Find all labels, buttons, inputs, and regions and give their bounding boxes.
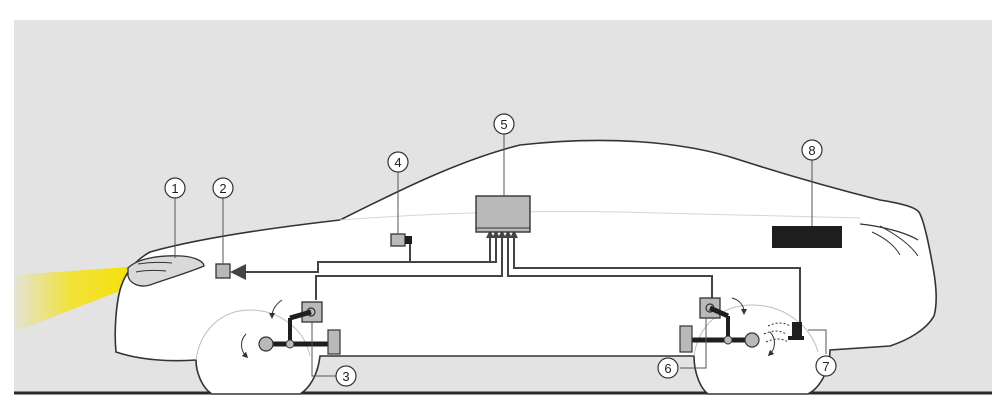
wiring-harness <box>230 236 801 326</box>
headlamp-icon <box>127 255 205 287</box>
callout-label: 4 <box>394 155 401 170</box>
callout-label: 3 <box>342 369 349 384</box>
callout-7: 7 <box>815 355 837 377</box>
callout-label: 7 <box>822 359 829 374</box>
light-beam-icon <box>14 266 142 332</box>
callout-circle <box>335 365 357 387</box>
callout-leaders <box>174 132 827 377</box>
wheel-speed-sensor-icon <box>763 322 804 343</box>
display-panel-icon <box>772 226 842 248</box>
wire-rear-wheel <box>513 236 801 326</box>
callout-circle <box>657 357 679 379</box>
callout-2: 2 <box>212 177 234 199</box>
front-wheel-arch <box>195 309 311 361</box>
wire-rear-axle <box>507 236 713 298</box>
callout-label: 2 <box>219 181 226 196</box>
control-unit-icon <box>475 195 531 233</box>
callout-label: 1 <box>171 181 178 196</box>
callout-circle <box>493 113 515 135</box>
wire-front <box>262 236 491 273</box>
rear-axle-sensor-icon <box>679 297 775 357</box>
callout-label: 5 <box>500 117 507 132</box>
rear-lamp-detail <box>859 223 919 257</box>
rear-wheel-arch <box>693 304 819 357</box>
callout-label: 6 <box>664 361 671 376</box>
front-axle-sensor-icon <box>241 299 341 359</box>
wire-front-axle <box>315 236 503 300</box>
callout-circle <box>801 139 823 161</box>
callout-1: 1 <box>164 177 186 199</box>
callout-circle <box>387 151 409 173</box>
wire-camera <box>409 236 497 263</box>
callout-6: 6 <box>657 357 679 379</box>
callout-8: 8 <box>801 139 823 161</box>
front-sensor-icon <box>215 263 231 279</box>
callout-label: 8 <box>808 143 815 158</box>
callout-3: 3 <box>335 365 357 387</box>
callout-circle <box>164 177 186 199</box>
belt-line <box>339 210 861 221</box>
callout-markers: 1 2 3 4 5 6 7 8 <box>164 113 837 387</box>
callout-5: 5 <box>493 113 515 135</box>
callout-circle <box>212 177 234 199</box>
control-unit-inputs <box>486 230 518 238</box>
callout-4: 4 <box>387 151 409 173</box>
callout-circle <box>815 355 837 377</box>
